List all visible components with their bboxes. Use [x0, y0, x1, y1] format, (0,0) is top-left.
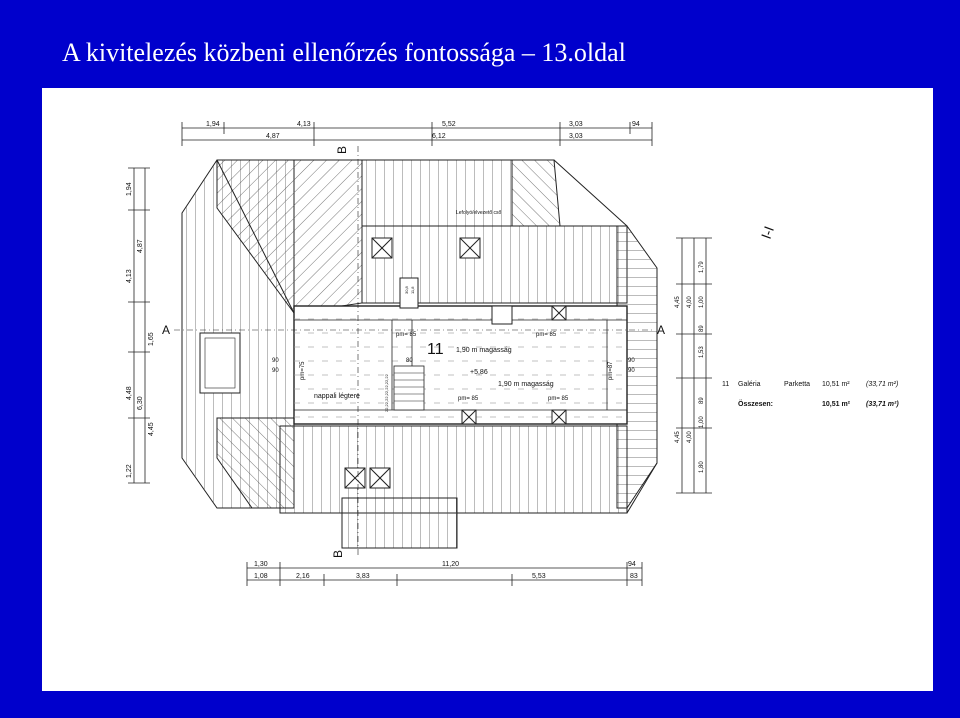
- section-lines: [174, 146, 652, 558]
- dim-right-3: 4,45: [675, 296, 681, 308]
- dim-right-7: 89: [699, 397, 705, 404]
- schedule-total-label: Összesen:: [738, 399, 773, 408]
- height-label-2: 1,90 m magasság: [498, 381, 554, 388]
- dim-right-11: 1,80: [699, 461, 705, 473]
- dimension-chain-bottom: [246, 562, 643, 586]
- pm85-label-4: pm= 85: [548, 396, 569, 402]
- dim-top-5: 94: [632, 121, 640, 128]
- chimney-label-1: 30,8: [404, 285, 409, 294]
- floor-plan-drawing: 1,94 4,13 5,52 3,03 94 4,87 6,12 3,03 1,…: [126, 121, 899, 586]
- schedule-row-floor: Parketta: [784, 381, 810, 388]
- dim-top-4: 3,03: [569, 121, 583, 128]
- schedule-total-area-alt: (33,71 m²): [866, 401, 899, 408]
- dim-left-8: 1,22: [126, 464, 133, 478]
- dim-right-4: 1,00: [699, 296, 705, 308]
- dim-right-9: 4,00: [687, 431, 693, 443]
- schedule-row-room: Galéria: [738, 381, 761, 388]
- section-mark-right: I-I: [758, 224, 777, 241]
- dim-top-2: 4,13: [297, 121, 311, 128]
- section-a-right: A: [657, 323, 665, 337]
- room-number: 11: [427, 341, 444, 358]
- chimneys: [344, 237, 567, 489]
- pipe-label: Lefolyó/elvezető cső: [456, 210, 502, 216]
- dim-right-5: 89: [699, 325, 705, 332]
- dim-bottom-1: 1,30: [254, 561, 268, 568]
- dimension-chain-left: [128, 167, 150, 484]
- dim-left-2: 4,87: [137, 239, 144, 253]
- dim-right-1: 1,79: [699, 261, 705, 273]
- dim-left-6: 6,30: [137, 396, 144, 410]
- dim-bottom-5: 2,16: [296, 573, 310, 580]
- section-a-left: A: [162, 323, 170, 337]
- gallery-room: [293, 305, 628, 425]
- dim-bottom-4: 1,08: [254, 573, 268, 580]
- dim-top-1: 1,94: [206, 121, 220, 128]
- dimension-chain-right: [676, 237, 712, 494]
- pm85-label-2: pm= 85: [536, 332, 557, 338]
- schedule-total-area: 10,51 m²: [822, 401, 851, 408]
- pm85-label-1: pm= 85: [396, 332, 417, 338]
- dim-left-4: 1,65: [148, 332, 155, 346]
- dim-left-7: 4,45: [148, 422, 155, 436]
- pm75-label: pm=75: [300, 361, 306, 380]
- dim-bottom-6: 3,83: [356, 573, 370, 580]
- slide-title: A kivitelezés közbeni ellenőrzés fontoss…: [62, 38, 626, 67]
- air-space-label: nappali légtere: [314, 393, 360, 400]
- pm85-label-3: pm= 85: [458, 396, 479, 402]
- dimension-chain-top: [181, 122, 653, 146]
- inner-dim-3: 90: [628, 358, 635, 364]
- chimney-label-2: 11,8: [410, 286, 415, 294]
- inner-dim-4: 90: [628, 368, 635, 374]
- floor-plan-sheet: 1,94 4,13 5,52 3,03 94 4,87 6,12 3,03 1,…: [42, 88, 933, 691]
- dim-top-8: 3,03: [569, 133, 583, 140]
- schedule-row-area-alt: (33,71 m²): [866, 381, 898, 388]
- dim-right-8: 1,00: [699, 416, 705, 428]
- dim-top-6: 4,87: [266, 133, 280, 140]
- dim-left-1: 1,94: [126, 182, 133, 196]
- level-label: +5,86: [470, 369, 488, 376]
- dim-right-6: 1,53: [699, 346, 705, 358]
- inner-dim-1: 90: [272, 358, 279, 364]
- height-label-1: 1,90 m magasság: [456, 347, 512, 354]
- section-b-bottom: B: [331, 550, 345, 558]
- pm87-label: pm=87: [608, 361, 614, 380]
- stair-label: 22,22,22,22,22,22,22: [384, 373, 389, 412]
- inner-dim-2: 90: [272, 368, 279, 374]
- dim-top-3: 5,52: [442, 121, 456, 128]
- dim-bottom-8: 83: [630, 573, 638, 580]
- dim-bottom-7: 5,53: [532, 573, 546, 580]
- dim-bottom-2: 11,20: [442, 561, 459, 568]
- room-schedule: 11 Galéria Parketta 10,51 m² (33,71 m²) …: [722, 381, 899, 408]
- inner-dim-5: 80: [406, 358, 413, 364]
- dim-right-10: 4,45: [675, 431, 681, 443]
- dim-right-2: 4,00: [687, 296, 693, 308]
- schedule-row-area: 10,51 m²: [822, 381, 850, 388]
- schedule-row-num: 11: [722, 381, 729, 388]
- dim-top-7: 6,12: [432, 133, 446, 140]
- dim-bottom-3: 94: [628, 561, 636, 568]
- dim-left-5: 4,48: [126, 386, 133, 400]
- roof-plan: [181, 159, 658, 549]
- dim-left-3: 4,13: [126, 269, 133, 283]
- section-b-top: B: [335, 146, 349, 154]
